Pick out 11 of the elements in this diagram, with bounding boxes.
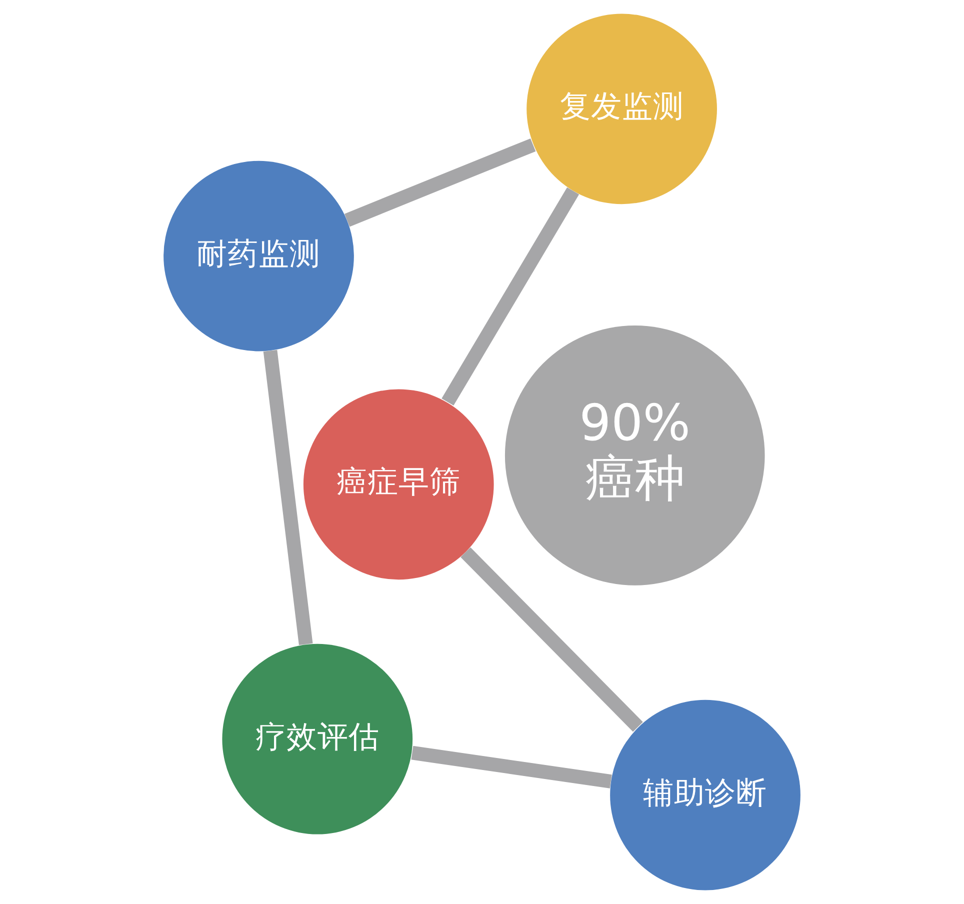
connector — [263, 350, 313, 646]
connector — [411, 746, 612, 788]
connector — [460, 547, 643, 732]
node-circle: 耐药监测 — [164, 160, 354, 352]
node-circle: 癌症早筛 — [303, 389, 494, 580]
node-circle: 90% 癌种 — [504, 326, 765, 586]
node-circle: 复发监测 — [526, 14, 717, 204]
connector — [442, 187, 580, 406]
node-circle: 疗效评估 — [222, 644, 413, 834]
node-circle: 辅助诊断 — [610, 700, 800, 890]
connector — [344, 138, 536, 227]
